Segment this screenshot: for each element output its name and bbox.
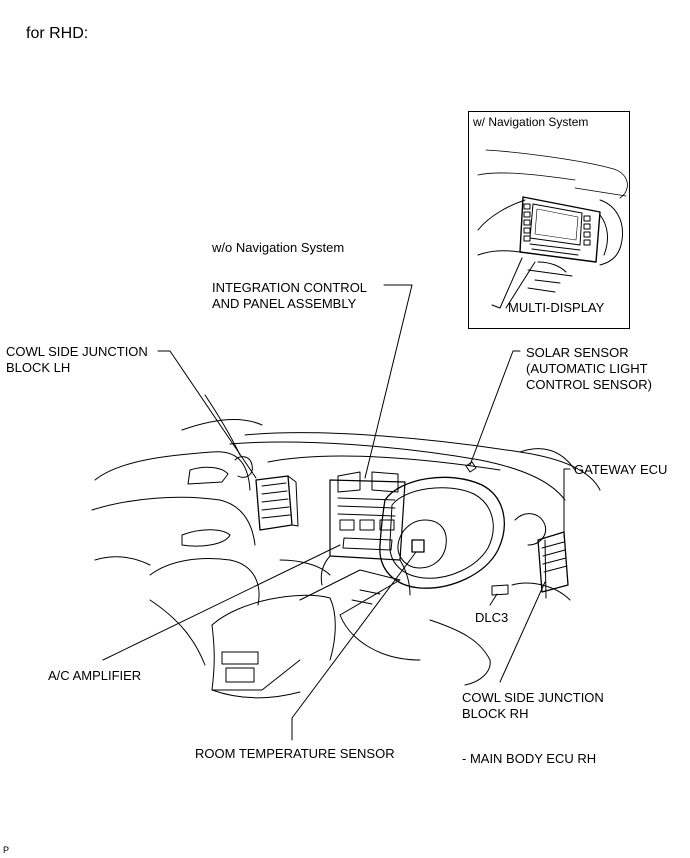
gateway-ecu-label: GATEWAY ECU [574, 462, 668, 477]
cowl-lh-label-2: BLOCK LH [6, 360, 71, 375]
dlc3-label: DLC3 [475, 610, 509, 625]
dashboard-drawing [91, 394, 601, 699]
inset-dashboard-drawing [477, 149, 628, 309]
cowl-rh-label-1: COWL SIDE JUNCTION [462, 690, 604, 705]
solar-sensor-label-2: (AUTOMATIC LIGHT [526, 361, 648, 376]
leader-lines [102, 284, 571, 741]
page-title: for RHD: [26, 25, 89, 42]
solar-sensor-label-3: CONTROL SENSOR) [526, 377, 652, 392]
ac-amplifier-label: A/C AMPLIFIER [48, 668, 142, 683]
navigation-inset [468, 111, 630, 329]
inset-caption: w/ Navigation System [473, 115, 589, 129]
multi-display-label: MULTI-DISPLAY [508, 300, 605, 315]
cowl-lh-label-1: COWL SIDE JUNCTION [6, 344, 148, 359]
variant-label: w/o Navigation System [212, 240, 345, 255]
main-body-ecu-label: - MAIN BODY ECU RH [462, 751, 597, 766]
integration-control-label-1: INTEGRATION CONTROL [212, 280, 368, 295]
room-temp-sensor-label: ROOM TEMPERATURE SENSOR [195, 746, 395, 761]
integration-control-label-2: AND PANEL ASSEMBLY [212, 296, 357, 311]
corner-mark: P [3, 845, 10, 855]
solar-sensor-label-1: SOLAR SENSOR [526, 345, 629, 360]
cowl-rh-label-2: BLOCK RH [462, 706, 529, 721]
